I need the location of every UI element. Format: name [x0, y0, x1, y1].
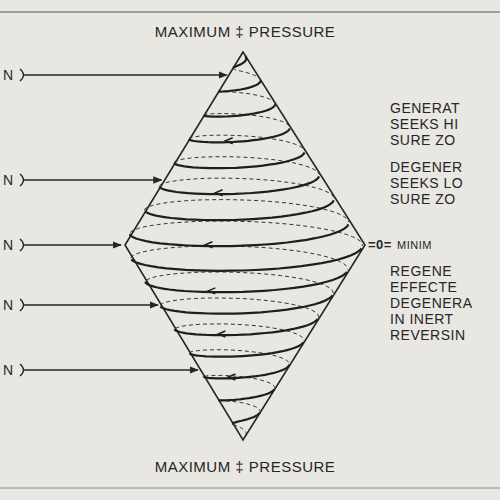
note-line: EFFECTE: [390, 280, 457, 294]
spiral-arrowhead: [208, 288, 215, 294]
axis-letter: N: [3, 68, 14, 82]
inflow-arrow: [24, 369, 198, 370]
axis-letter: N: [3, 298, 14, 312]
spiral-arrowhead: [205, 242, 212, 248]
spiral-lines: [130, 56, 363, 436]
inflow-arrow: [24, 304, 158, 305]
arrow-tail: [20, 364, 24, 376]
inflow-arrow: [24, 74, 227, 75]
note-line: DEGENER: [390, 160, 463, 174]
note-line: MINIM: [397, 240, 432, 251]
arrow-tail: [20, 299, 24, 311]
pressure-heading: MAXIMUM ‡ PRESSURE: [155, 459, 336, 474]
note-line: REGENE: [390, 264, 452, 278]
spiral-arrowhead: [228, 374, 235, 380]
spiral-arrowhead: [226, 138, 233, 144]
note-line: SEEKS LO: [390, 176, 463, 190]
inflow-arrows: [20, 69, 227, 376]
note-line: REVERSIN: [390, 328, 466, 342]
axis-letter: N: [3, 363, 14, 377]
inflow-arrow: [24, 179, 161, 180]
pressure-heading: MAXIMUM ‡ PRESSURE: [155, 24, 336, 39]
note-line: IN INERT: [390, 312, 454, 326]
axis-letter: N: [3, 173, 14, 187]
spiral-arrowhead: [218, 331, 225, 337]
note-line: SURE ZO: [390, 192, 456, 206]
axis-letter: N: [3, 238, 14, 252]
front-spiral: [130, 56, 362, 424]
page-rule: [0, 12, 500, 13]
note-line: SURE ZO: [390, 133, 456, 147]
inflow-arrow: [24, 244, 121, 245]
arrow-tail: [20, 239, 24, 251]
double-cone-outline: [125, 52, 365, 440]
note-line: DEGENERA: [390, 296, 473, 310]
note-line: GENERAT: [390, 101, 460, 115]
arrow-tail: [20, 174, 24, 186]
zero-symbol: =0=: [368, 238, 392, 251]
note-line: SEEKS HI: [390, 117, 459, 131]
back-spiral: [130, 68, 362, 436]
spiral-arrowhead: [216, 190, 223, 196]
arrow-tail: [20, 69, 24, 81]
page-rule: [0, 488, 500, 489]
